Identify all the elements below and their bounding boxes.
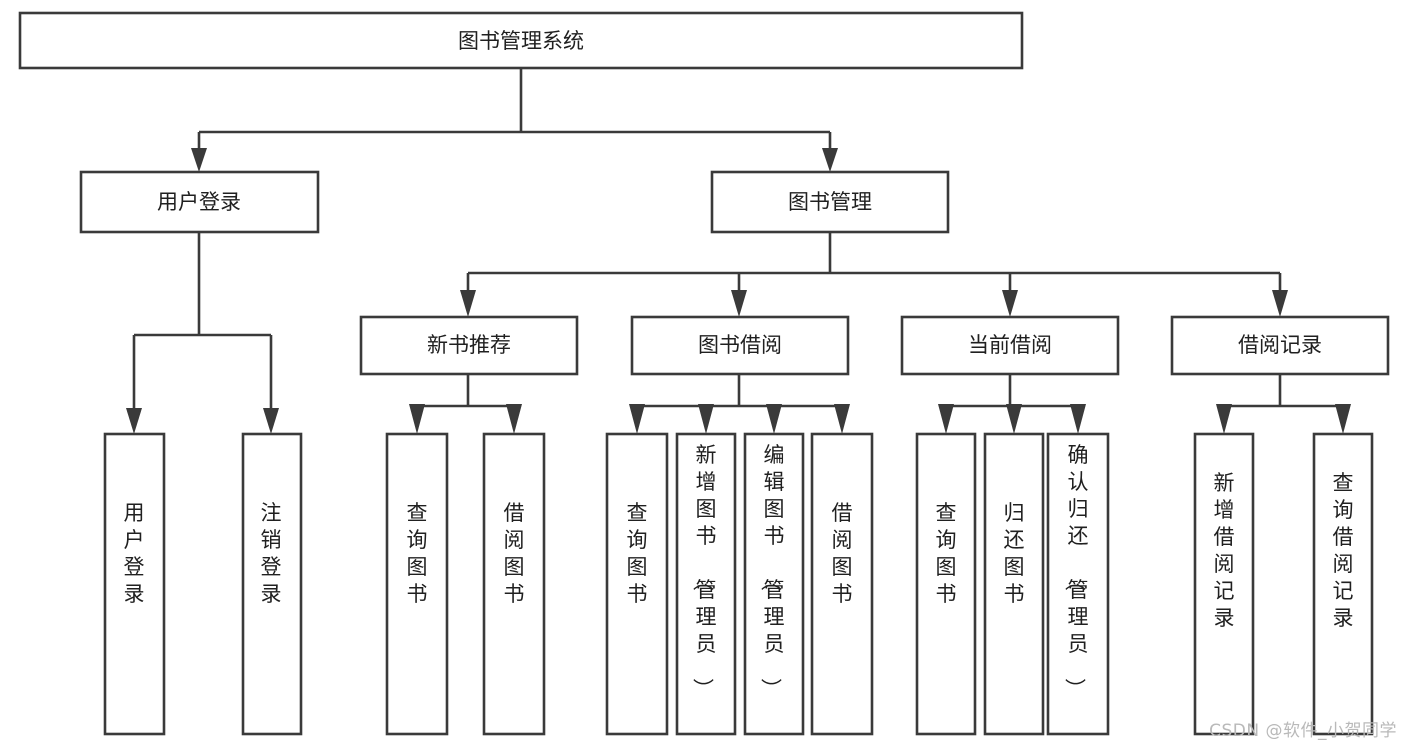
node-leaf-confirm-return[interactable]: 确认归还（管理员） bbox=[1046, 432, 1110, 736]
node-book-management[interactable]: 图书管理 bbox=[710, 170, 950, 234]
node-leaf-add-record[interactable]: 新增借阅记录 bbox=[1193, 432, 1255, 736]
root-label: 图书管理系统 bbox=[458, 29, 584, 53]
arrow-leaf-borrow-book-2 bbox=[834, 404, 850, 434]
arrow-leaf-confirm-return bbox=[1070, 404, 1086, 434]
user-login-box[interactable] bbox=[79, 170, 320, 234]
root-box[interactable] bbox=[18, 11, 1024, 70]
leaf-confirm-return-label: 确认归还（管理员） bbox=[1063, 443, 1089, 699]
arrow-book-management bbox=[822, 148, 838, 172]
arrow-user-login bbox=[191, 148, 207, 172]
leaf-edit-book-box[interactable] bbox=[743, 432, 805, 736]
leaf-confirm-return-box[interactable] bbox=[1046, 432, 1110, 736]
book-management-box[interactable] bbox=[710, 170, 950, 234]
current-borrow-label: 当前借阅 bbox=[968, 333, 1052, 357]
node-new-book-recommend[interactable]: 新书推荐 bbox=[359, 315, 579, 376]
new-book-recommend-label: 新书推荐 bbox=[427, 333, 511, 357]
arrow-book-borrow bbox=[731, 290, 747, 317]
arrow-leaf-return-book bbox=[1006, 404, 1022, 434]
node-leaf-query-book-1[interactable]: 查询图书 bbox=[385, 432, 449, 736]
leaf-edit-book-label: 编辑图书（管理员） bbox=[759, 443, 785, 699]
node-leaf-add-book[interactable]: 新增图书（管理员） bbox=[675, 432, 737, 736]
leaf-user-login-box[interactable] bbox=[103, 432, 166, 736]
watermark-label: CSDN @软件_小贺同学 bbox=[1209, 721, 1397, 741]
node-book-borrow[interactable]: 图书借阅 bbox=[630, 315, 850, 376]
node-leaf-user-logout[interactable]: 注销登录 bbox=[241, 432, 303, 736]
arrow-leaf-query-book-3 bbox=[938, 404, 954, 434]
user-login-label: 用户登录 bbox=[157, 190, 241, 214]
borrow-record-box[interactable] bbox=[1170, 315, 1390, 376]
node-leaf-edit-book[interactable]: 编辑图书（管理员） bbox=[743, 432, 805, 736]
leaf-query-record-box[interactable] bbox=[1312, 432, 1374, 736]
leaf-query-book-3-label: 查询图书 bbox=[936, 501, 957, 606]
arrow-leaf-user-logout bbox=[263, 408, 279, 434]
leaf-query-book-1-label: 查询图书 bbox=[407, 501, 428, 606]
leaf-user-logout-box[interactable] bbox=[241, 432, 303, 736]
arrow-leaf-add-book bbox=[698, 404, 714, 434]
leaf-query-record-label: 查询借阅记录 bbox=[1333, 471, 1354, 630]
arrow-leaf-user-login bbox=[126, 408, 142, 434]
current-borrow-box[interactable] bbox=[900, 315, 1120, 376]
leaf-borrow-book-2-label: 借阅图书 bbox=[832, 501, 853, 606]
node-leaf-borrow-book-2[interactable]: 借阅图书 bbox=[810, 432, 874, 736]
node-leaf-query-book-2[interactable]: 查询图书 bbox=[605, 432, 669, 736]
arrow-leaf-add-record bbox=[1216, 404, 1232, 434]
leaf-query-book-1-box[interactable] bbox=[385, 432, 449, 736]
leaf-user-login-label: 用户登录 bbox=[124, 501, 145, 606]
leaf-user-logout-label: 注销登录 bbox=[261, 501, 282, 606]
leaf-add-book-label: 新增图书（管理员） bbox=[691, 443, 717, 699]
node-leaf-borrow-book-1[interactable]: 借阅图书 bbox=[482, 432, 546, 736]
node-borrow-record[interactable]: 借阅记录 bbox=[1170, 315, 1390, 376]
node-user-login[interactable]: 用户登录 bbox=[79, 170, 320, 234]
book-borrow-box[interactable] bbox=[630, 315, 850, 376]
node-root[interactable]: 图书管理系统 bbox=[18, 11, 1024, 70]
book-borrow-label: 图书借阅 bbox=[698, 333, 782, 357]
leaf-add-record-label: 新增借阅记录 bbox=[1214, 471, 1235, 630]
arrow-leaf-query-record bbox=[1335, 404, 1351, 434]
arrow-leaf-edit-book bbox=[766, 404, 782, 434]
leaf-return-book-box[interactable] bbox=[983, 432, 1045, 736]
arrow-leaf-query-book-1 bbox=[409, 404, 425, 434]
node-leaf-query-record[interactable]: 查询借阅记录 bbox=[1312, 432, 1374, 736]
leaf-borrow-book-1-box[interactable] bbox=[482, 432, 546, 736]
node-leaf-return-book[interactable]: 归还图书 bbox=[983, 432, 1045, 736]
leaf-query-book-2-label: 查询图书 bbox=[627, 501, 648, 606]
node-leaf-user-login[interactable]: 用户登录 bbox=[103, 432, 166, 736]
arrow-leaf-borrow-book-1 bbox=[506, 404, 522, 434]
node-current-borrow[interactable]: 当前借阅 bbox=[900, 315, 1120, 376]
node-leaf-query-book-3[interactable]: 查询图书 bbox=[915, 432, 977, 736]
leaf-return-book-label: 归还图书 bbox=[1004, 501, 1025, 606]
book-management-label: 图书管理 bbox=[788, 190, 872, 214]
connector-layer bbox=[126, 68, 1351, 434]
arrow-leaf-query-book-2 bbox=[629, 404, 645, 434]
borrow-record-label: 借阅记录 bbox=[1238, 333, 1322, 357]
arrow-current-borrow bbox=[1002, 290, 1018, 317]
leaf-query-book-3-box[interactable] bbox=[915, 432, 977, 736]
arrow-borrow-record bbox=[1272, 290, 1288, 317]
leaf-add-record-box[interactable] bbox=[1193, 432, 1255, 736]
leaf-borrow-book-2-box[interactable] bbox=[810, 432, 874, 736]
arrow-new-book bbox=[460, 290, 476, 317]
leaf-add-book-box[interactable] bbox=[675, 432, 737, 736]
leaf-query-book-2-box[interactable] bbox=[605, 432, 669, 736]
new-book-recommend-box[interactable] bbox=[359, 315, 579, 376]
leaf-borrow-book-1-label: 借阅图书 bbox=[504, 501, 525, 606]
